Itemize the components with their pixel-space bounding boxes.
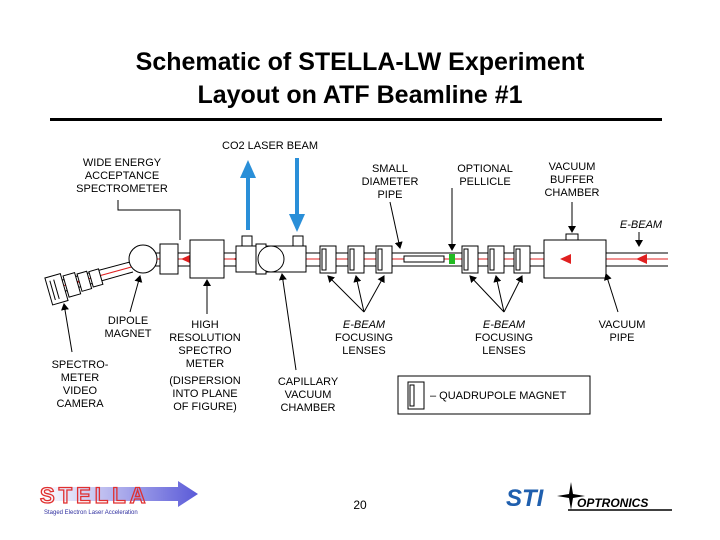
focusing-lens-group-2 [461, 245, 531, 274]
svg-text:BUFFER: BUFFER [550, 174, 594, 186]
svg-text:E-BEAM: E-BEAM [483, 319, 526, 331]
dipole-magnet [128, 244, 158, 274]
capillary-vacuum-chamber [257, 245, 285, 273]
high-res-spectrometer-box [189, 239, 225, 279]
stella-logo: STELLA Staged Electron Laser Acceleratio… [39, 481, 198, 516]
vacuum-pipe-label: VACUUM PIPE [599, 319, 646, 344]
vacuum-buffer-label: VACUUM BUFFER CHAMBER [544, 161, 599, 199]
svg-text:PELLICLE: PELLICLE [459, 176, 510, 188]
legend-quadrupole-label: – QUADRUPOLE MAGNET [430, 390, 567, 402]
svg-text:VACUUM: VACUUM [285, 389, 332, 401]
small-diameter-pipe [403, 255, 445, 263]
svg-text:(DISPERSION: (DISPERSION [169, 375, 241, 387]
svg-text:PIPE: PIPE [609, 332, 634, 344]
svg-text:E-BEAM: E-BEAM [620, 219, 663, 231]
svg-text:OPTRONICS: OPTRONICS [577, 496, 648, 510]
beam-arrow-1 [181, 254, 192, 264]
focusing-lens-group-1 [319, 245, 393, 274]
svg-text:METER: METER [61, 372, 100, 384]
dipole-magnet-label: DIPOLE MAGNET [104, 315, 151, 340]
spectrometer-branch [44, 261, 136, 306]
svg-text:HIGH: HIGH [191, 319, 219, 331]
page-number: 20 [353, 498, 367, 512]
slide-title: Schematic of STELLA-LW Experiment Layout… [0, 46, 720, 112]
camera-assembly [44, 268, 104, 306]
optional-pellicle-label: OPTIONAL PELLICLE [457, 163, 513, 188]
svg-text:FOCUSING: FOCUSING [475, 332, 533, 344]
co2-laser-arrows [240, 158, 305, 232]
svg-text:CHAMBER: CHAMBER [280, 402, 335, 414]
vacuum-buffer-chamber [543, 233, 607, 279]
svg-text:MAGNET: MAGNET [104, 328, 151, 340]
svg-text:SPECTROMETER: SPECTROMETER [76, 183, 168, 195]
svg-text:RESOLUTION: RESOLUTION [169, 332, 241, 344]
svg-text:METER: METER [186, 358, 225, 370]
svg-text:CHAMBER: CHAMBER [544, 187, 599, 199]
svg-text:ACCEPTANCE: ACCEPTANCE [85, 170, 159, 182]
title-line-2: Layout on ATF Beamline #1 [197, 81, 523, 109]
sti-optronics-logo: STI OPTRONICS [506, 482, 672, 512]
svg-text:E-BEAM: E-BEAM [343, 319, 386, 331]
beam-arrow-4 [636, 254, 647, 264]
svg-text:SMALL: SMALL [372, 163, 408, 175]
wide-energy-spectrometer-label: WIDE ENERGY ACCEPTANCE SPECTROMETER [76, 157, 168, 195]
beam-arrow-chamber [560, 254, 571, 264]
svg-text:STELLA: STELLA [40, 483, 150, 508]
svg-text:CO2 LASER BEAM: CO2 LASER BEAM [222, 140, 318, 152]
svg-text:LENSES: LENSES [482, 345, 525, 357]
laser-port-left [241, 235, 253, 247]
svg-text:STI: STI [506, 485, 545, 512]
title-line-1: Schematic of STELLA-LW Experiment [135, 48, 585, 76]
svg-text:VIDEO: VIDEO [63, 385, 98, 397]
e-beam-label: E-BEAM [620, 219, 663, 231]
svg-text:DIPOLE: DIPOLE [108, 315, 148, 327]
svg-text:OPTIONAL: OPTIONAL [457, 163, 513, 175]
co2-laser-label: CO2 LASER BEAM [222, 140, 318, 152]
leader-lines [61, 188, 643, 371]
capillary-chamber-label: CAPILLARY VACUUM CHAMBER [278, 376, 339, 414]
svg-text:SPECTRO: SPECTRO [178, 345, 232, 357]
svg-text:CAMERA: CAMERA [56, 398, 104, 410]
svg-text:OF FIGURE): OF FIGURE) [173, 401, 237, 413]
svg-text:SPECTRO-: SPECTRO- [52, 359, 109, 371]
focusing-lenses-label-1: E-BEAM FOCUSING LENSES [335, 319, 393, 357]
svg-text:LENSES: LENSES [342, 345, 385, 357]
focusing-lenses-label-2: E-BEAM FOCUSING LENSES [475, 319, 533, 357]
laser-port-right [292, 235, 304, 247]
svg-text:Staged Electron Laser Accelera: Staged Electron Laser Acceleration [44, 510, 138, 516]
legend-quadrupole-symbol [407, 381, 425, 410]
small-diameter-pipe-label: SMALL DIAMETER PIPE [362, 163, 419, 201]
spectrometer-quad [159, 243, 179, 275]
svg-text:CAPILLARY: CAPILLARY [278, 376, 339, 388]
svg-text:VACUUM: VACUUM [549, 161, 596, 173]
spectrometer-camera-label: SPECTRO- METER VIDEO CAMERA [52, 359, 109, 410]
title-underline [50, 118, 662, 121]
sparkle-icon [557, 482, 585, 510]
high-resolution-spectrometer-label: HIGH RESOLUTION SPECTRO METER (DISPERSIO… [169, 319, 241, 413]
svg-text:WIDE ENERGY: WIDE ENERGY [83, 157, 162, 169]
svg-text:PIPE: PIPE [377, 189, 402, 201]
svg-text:VACUUM: VACUUM [599, 319, 646, 331]
svg-text:INTO PLANE: INTO PLANE [172, 388, 237, 400]
legend-box: – QUADRUPOLE MAGNET [397, 375, 591, 415]
svg-text:DIAMETER: DIAMETER [362, 176, 419, 188]
svg-text:FOCUSING: FOCUSING [335, 332, 393, 344]
optional-pellicle-marker [449, 254, 455, 264]
